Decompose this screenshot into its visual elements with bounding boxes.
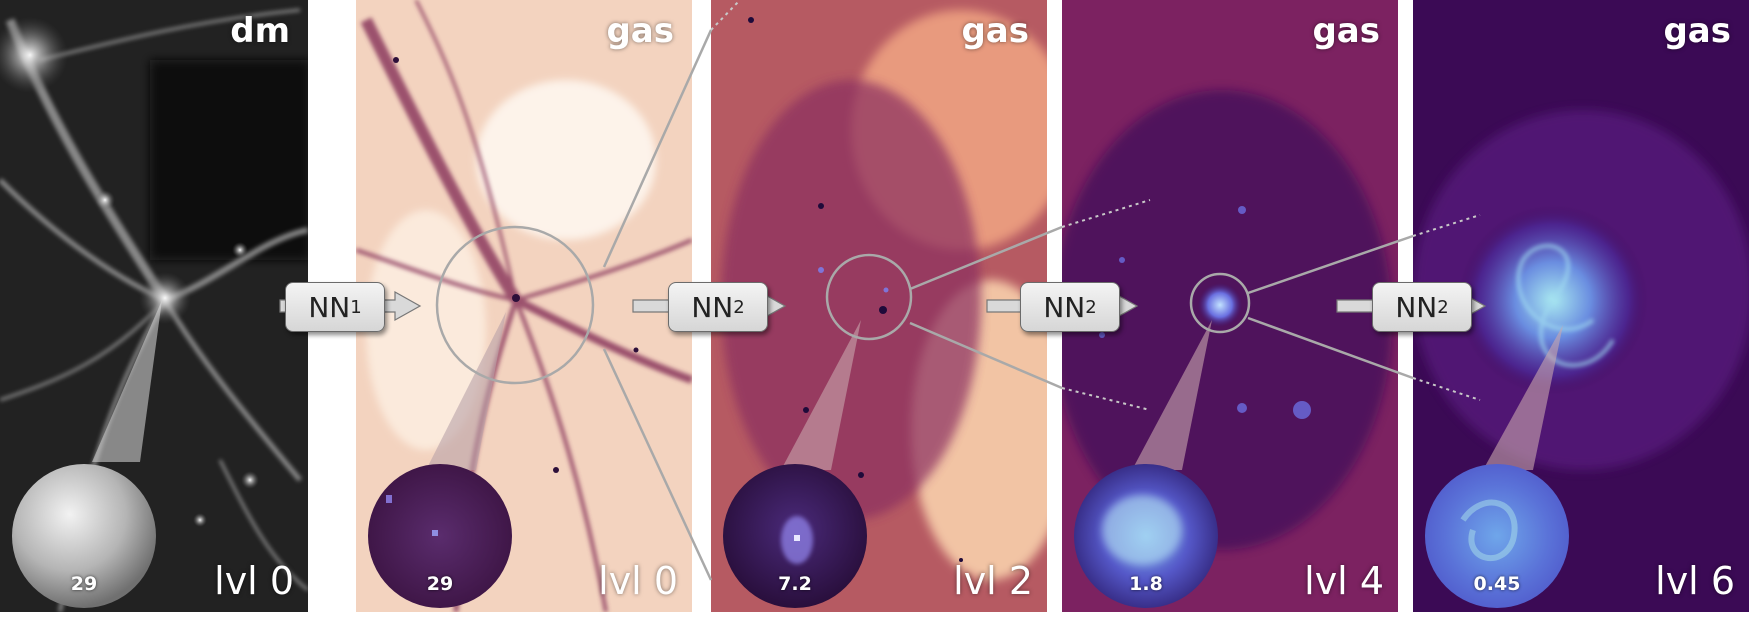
zoom-value: 29 — [426, 573, 454, 595]
level-label: lvl 2 — [953, 559, 1033, 603]
level-label: lvl 4 — [1304, 559, 1384, 603]
zoom-value: 0.45 — [1473, 573, 1521, 595]
zoom-value: 29 — [70, 573, 98, 595]
network-name: NN — [1395, 290, 1438, 324]
dm-density-image — [0, 0, 308, 612]
network-subscript: 2 — [1437, 296, 1449, 318]
zoom-value: 1.8 — [1129, 573, 1163, 595]
network-name: NN — [1043, 290, 1086, 324]
field-label: gas — [1663, 11, 1731, 51]
network-name: NN — [308, 290, 351, 324]
field-label: gas — [961, 11, 1029, 51]
panel-dm-lvl0: dm lvl 0 29 — [0, 0, 308, 612]
gas-density-image — [356, 0, 692, 612]
level-label: lvl 6 — [1655, 559, 1735, 603]
network-name: NN — [691, 290, 734, 324]
field-label: dm — [230, 11, 290, 51]
network-subscript: 1 — [350, 296, 362, 318]
field-label: gas — [1312, 11, 1380, 51]
gas-density-image — [1413, 0, 1749, 612]
level-label: lvl 0 — [214, 559, 294, 603]
network-subscript: 2 — [733, 296, 745, 318]
panel-gas-lvl6: gas lvl 6 0.45 — [1413, 0, 1749, 612]
field-label: gas — [606, 11, 674, 51]
network-subscript: 2 — [1085, 296, 1097, 318]
panel-gas-lvl0: gas lvl 0 29 — [356, 0, 692, 612]
zoom-value: 7.2 — [778, 573, 812, 595]
level-label: lvl 0 — [598, 559, 678, 603]
